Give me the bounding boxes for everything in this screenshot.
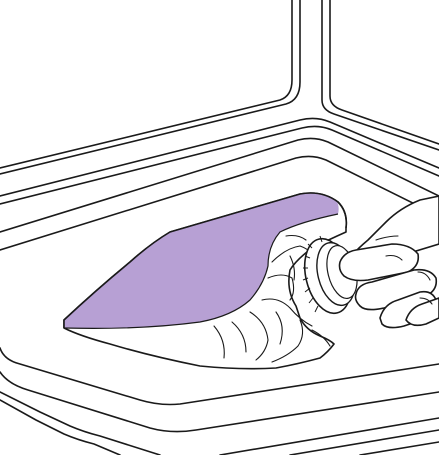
tray-rim bbox=[0, 118, 439, 204]
piping-bag-icon bbox=[64, 193, 346, 369]
hand-icon bbox=[340, 196, 439, 328]
